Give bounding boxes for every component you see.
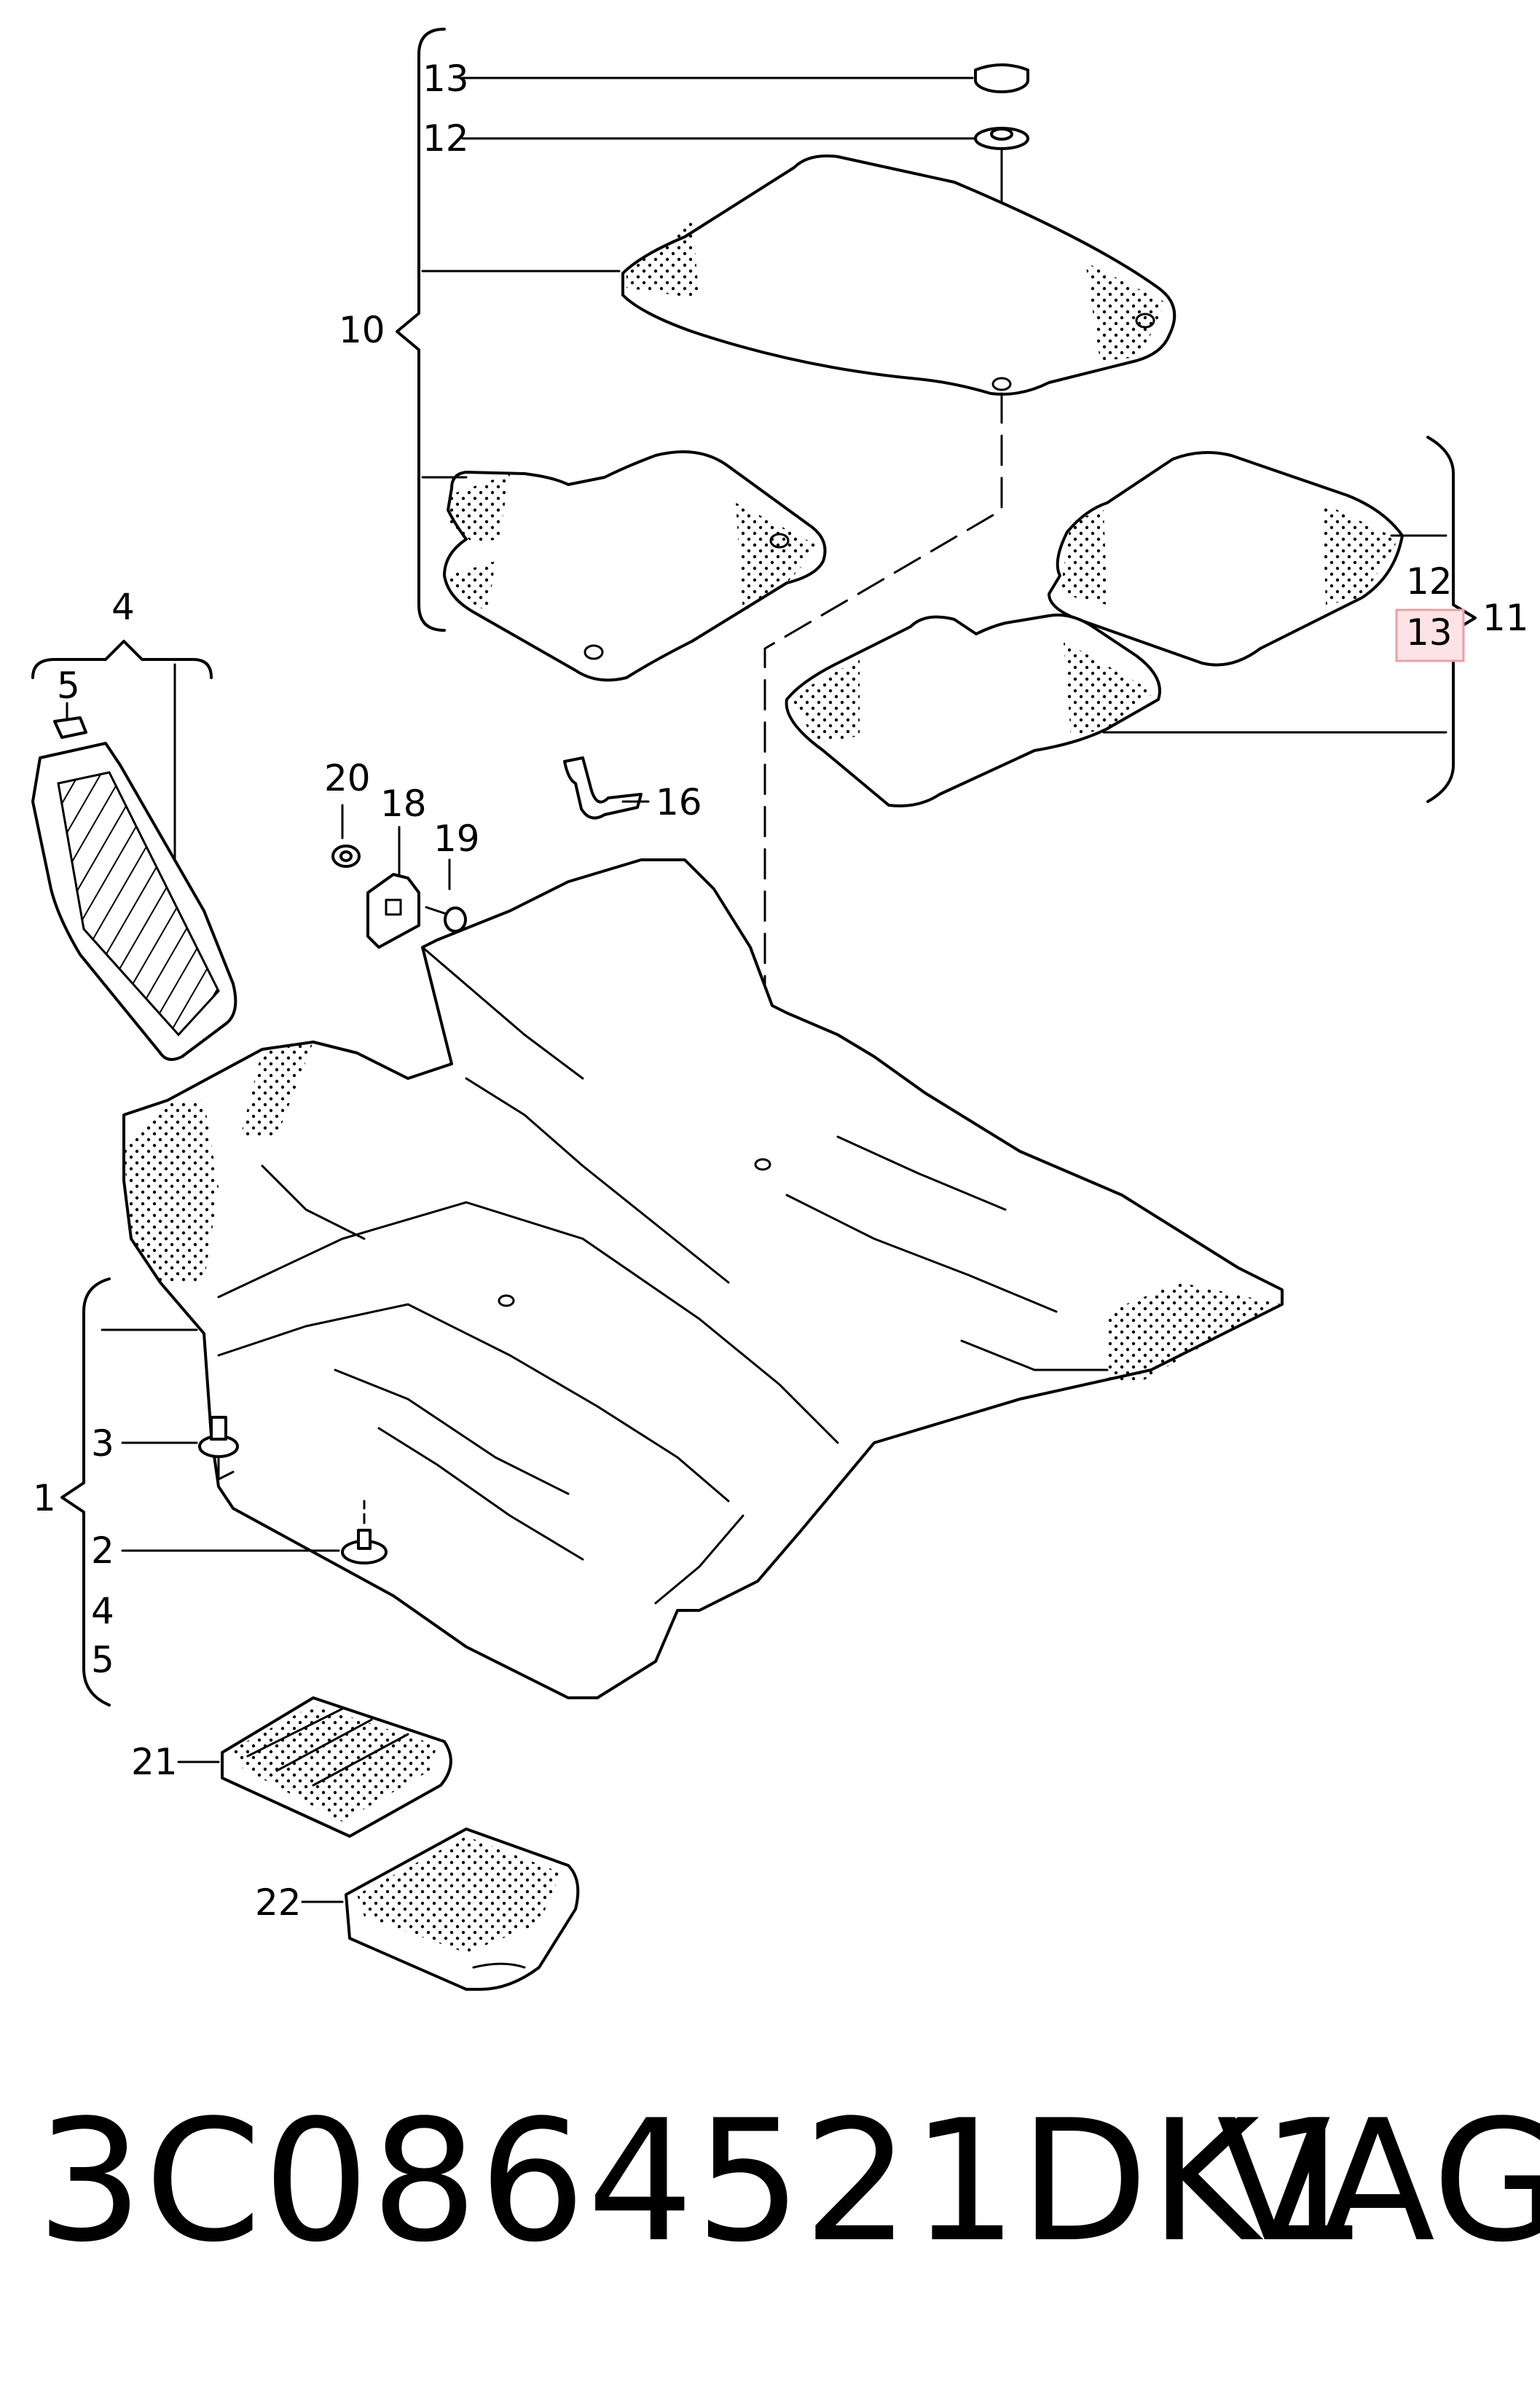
fixing-2 bbox=[341, 1500, 388, 1564]
callout-1: 1 bbox=[33, 1477, 56, 1519]
callout-21: 21 bbox=[131, 1741, 178, 1783]
callout-10: 10 bbox=[339, 309, 385, 351]
dashed-axis bbox=[763, 392, 1003, 1153]
bracket-11 bbox=[1426, 436, 1477, 803]
brand-label: VAG bbox=[1217, 2085, 1540, 2279]
callout-13-top: 13 bbox=[423, 58, 469, 100]
screw-19 bbox=[425, 906, 467, 933]
bracket-1 bbox=[60, 1277, 111, 1707]
rear-mat-bottom bbox=[785, 614, 1161, 807]
callout-20: 20 bbox=[324, 757, 371, 799]
callout-16: 16 bbox=[656, 781, 702, 823]
callout-4: 4 bbox=[91, 1590, 114, 1632]
callout-4-top: 4 bbox=[111, 586, 135, 628]
callout-18: 18 bbox=[380, 783, 427, 825]
heel-pad-22 bbox=[345, 1828, 580, 1991]
heel-pad-21 bbox=[221, 1696, 452, 1838]
callout-5: 5 bbox=[91, 1639, 114, 1681]
front-mat-left bbox=[443, 450, 827, 682]
callout-12-top: 12 bbox=[423, 117, 469, 160]
washer-20 bbox=[331, 845, 361, 868]
callout-13-right: 13 bbox=[1406, 611, 1453, 654]
highlight-box bbox=[1395, 608, 1465, 662]
callout-5-top: 5 bbox=[57, 665, 80, 707]
front-mat-top bbox=[621, 154, 1176, 396]
callout-19: 19 bbox=[433, 818, 480, 860]
main-floor-carpet bbox=[122, 858, 1284, 1699]
bracket-18 bbox=[366, 873, 420, 949]
clip-3 bbox=[198, 1416, 239, 1481]
callout-22: 22 bbox=[255, 1881, 302, 1924]
callout-11: 11 bbox=[1482, 597, 1529, 639]
side-trim-4 bbox=[31, 742, 237, 1061]
clip-5 bbox=[53, 716, 87, 739]
callout-12-right: 12 bbox=[1406, 560, 1453, 603]
bracket-10 bbox=[396, 28, 446, 632]
callout-2: 2 bbox=[91, 1529, 114, 1572]
part-number: 3C0864521DK1 bbox=[36, 2085, 1370, 2279]
bracket-4-top bbox=[31, 640, 213, 679]
grommet-13-top bbox=[974, 63, 1029, 93]
rear-mat-top bbox=[1048, 451, 1404, 667]
callout-3: 3 bbox=[91, 1422, 114, 1465]
clip-12-top bbox=[974, 127, 1029, 150]
clip-16 bbox=[563, 756, 643, 820]
